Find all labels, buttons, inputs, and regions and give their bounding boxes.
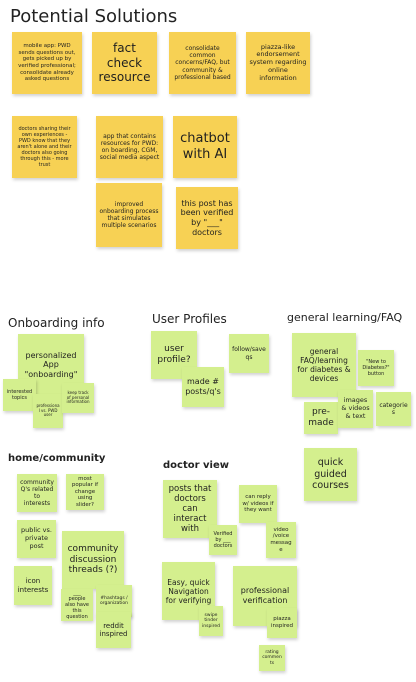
sticky-note-label: video /voice message (270, 526, 292, 553)
sticky-note-label: community discussion threads (?) (67, 543, 119, 576)
sticky-note-label: piazza-like endorsement system regarding… (249, 42, 307, 82)
section-title-doctor-view: doctor view (163, 460, 229, 471)
sticky-note-made-posts[interactable]: made # posts/q's (182, 367, 224, 407)
sticky-note-pre-made[interactable]: pre-made (304, 402, 338, 434)
sticky-note-label: general FAQ/learning for diabetes & devi… (297, 347, 351, 383)
section-title-general-learning: general learning/FAQ (287, 311, 403, 324)
sticky-note-follow-save[interactable]: follow/save qs (229, 334, 269, 373)
sticky-note-label: quick guided courses (312, 457, 349, 492)
sticky-note-images-videos[interactable]: images & videos & text (338, 390, 373, 428)
sticky-note-label: user profile? (157, 344, 191, 365)
sticky-note-public-private[interactable]: public vs. private post (17, 520, 56, 558)
sticky-note-label: icon interests (17, 577, 49, 594)
sticky-note-label: chatbot with AI (180, 131, 230, 162)
sticky-note-swipe-tinder[interactable]: swipe tinder inspired (199, 606, 223, 636)
sticky-note-label: made # posts/q's (185, 377, 221, 396)
sticky-note-most-popular[interactable]: most popular if change using slider? (66, 474, 104, 510)
sticky-note-hashtags[interactable]: #hashtags / organization (96, 585, 132, 617)
sticky-note-label: community Q's related to interests (20, 478, 54, 508)
section-title-user-profiles: User Profiles (152, 312, 227, 326)
sticky-note-posts-doctors[interactable]: posts that doctors can interact with (163, 480, 217, 538)
sticky-note-reply-videos[interactable]: can reply w/ videos if they want (239, 485, 277, 523)
sticky-note-label: swipe tinder inspired (202, 612, 220, 629)
sticky-note-label: most popular if change using slider? (71, 475, 99, 508)
sticky-note-piazza-inspired[interactable]: piazza inspired (267, 608, 297, 638)
sticky-note-categories[interactable]: categories (376, 392, 411, 426)
sticky-note-quick-guided[interactable]: quick guided courses (304, 448, 357, 501)
sticky-note-label: public vs. private post (21, 526, 52, 550)
sticky-note-interested-topics[interactable]: interested topics (3, 379, 36, 411)
sticky-note-icon-interests[interactable]: icon interests (14, 566, 52, 605)
sticky-note-label: professional verification (240, 586, 290, 605)
sticky-note-label: doctors sharing their own experiences - … (17, 126, 72, 168)
sticky-note-label: piazza inspired (271, 616, 293, 629)
sticky-note-label: this post has been verified by "___" doc… (180, 198, 234, 237)
sticky-note-verified-post[interactable]: this post has been verified by "___" doc… (176, 187, 238, 249)
sticky-note-reddit[interactable]: reddit inspired (96, 612, 131, 648)
sticky-note-label: Easy, quick Navigation for verifying (165, 577, 212, 605)
sticky-note-community-threads[interactable]: community discussion threads (?) (62, 531, 124, 589)
sticky-note-piazza-endorsement[interactable]: piazza-like endorsement system regarding… (246, 32, 310, 94)
sticky-note-general-faq[interactable]: general FAQ/learning for diabetes & devi… (292, 333, 356, 397)
sticky-note-label: improved onboarding process that simulat… (99, 200, 159, 230)
section-title-home-community: home/community (8, 453, 106, 464)
sticky-note-label: pre-made (308, 407, 334, 428)
sticky-note-label: personalized App "onboarding" (24, 350, 78, 379)
sticky-note-chatbot[interactable]: chatbot with AI (173, 116, 237, 178)
sticky-note-label: "New to Diabetes?" button (362, 359, 390, 377)
sticky-note-app-resources[interactable]: app that contains resources for PWD: on … (96, 116, 163, 178)
sticky-note-label: rating comments (262, 649, 282, 666)
sticky-note-doctors-sharing[interactable]: doctors sharing their own experiences - … (12, 116, 77, 178)
sticky-note-people-also[interactable]: ___ people also have this question (61, 589, 93, 621)
sticky-note-professional-vs-pwd[interactable]: professional vs. PWD user (33, 394, 63, 428)
sticky-note-verified-by[interactable]: Verified by ___ doctors (209, 525, 237, 555)
sticky-note-label: reddit inspired (99, 621, 128, 638)
sticky-note-label: follow/save qs (232, 346, 266, 361)
sticky-note-video-voice[interactable]: video /voice message (266, 522, 296, 558)
sticky-note-improved-onboarding[interactable]: improved onboarding process that simulat… (96, 183, 162, 247)
sticky-note-label: consolidate common concerns/FAQ, but com… (174, 45, 231, 81)
sticky-note-fact-check[interactable]: fact check resource (92, 32, 157, 94)
sticky-note-label: interested topics (6, 389, 33, 401)
sticky-note-consolidate[interactable]: consolidate common concerns/FAQ, but com… (169, 32, 236, 94)
sticky-note-label: posts that doctors can interact with (168, 483, 212, 535)
sticky-note-label: categories (379, 401, 408, 416)
sticky-note-label: keep track of personal information (66, 389, 90, 405)
sticky-note-label: professional vs. PWD user (36, 402, 60, 418)
section-title-onboarding: Onboarding info (8, 316, 105, 330)
sticky-note-label: ___ people also have this question (65, 590, 89, 620)
sticky-note-label: images & videos & text (341, 396, 370, 420)
section-title-potential-solutions: Potential Solutions (10, 6, 178, 27)
sticky-note-new-to-diabetes[interactable]: "New to Diabetes?" button (358, 350, 394, 386)
sticky-note-keep-track[interactable]: keep track of personal information (62, 383, 94, 413)
sticky-note-mobile-app[interactable]: mobile app: PWD sends questions out, get… (12, 32, 82, 94)
sticky-note-label: Verified by ___ doctors (213, 531, 233, 549)
sticky-note-label: fact check resource (98, 41, 151, 85)
sticky-note-label: mobile app: PWD sends questions out, get… (18, 43, 76, 83)
sticky-note-label: app that contains resources for PWD: on … (99, 132, 160, 162)
sticky-note-label: can reply w/ videos if they want (242, 494, 274, 514)
sticky-note-community-qs[interactable]: community Q's related to interests (17, 474, 57, 512)
sticky-note-label: #hashtags / organization (100, 595, 128, 606)
sticky-note-rating-comments[interactable]: rating comments (259, 645, 285, 671)
